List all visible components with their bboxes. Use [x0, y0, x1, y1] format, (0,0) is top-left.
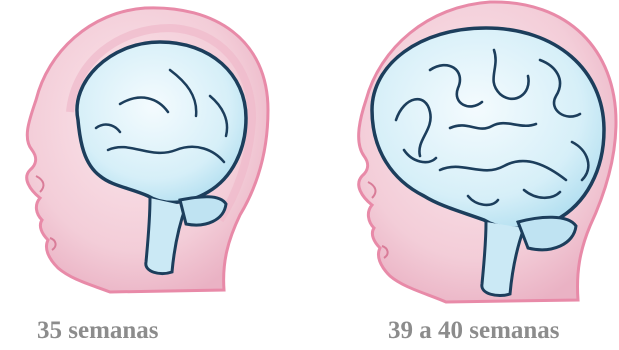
caption-35-weeks: 35 semanas — [37, 316, 159, 346]
brain-development-illustration — [0, 0, 619, 310]
caption-39-40-weeks: 39 a 40 semanas — [388, 316, 560, 346]
fetal-head-35-weeks — [27, 8, 268, 292]
fetal-head-39-40-weeks — [359, 2, 616, 302]
brain-35-weeks — [77, 42, 246, 202]
